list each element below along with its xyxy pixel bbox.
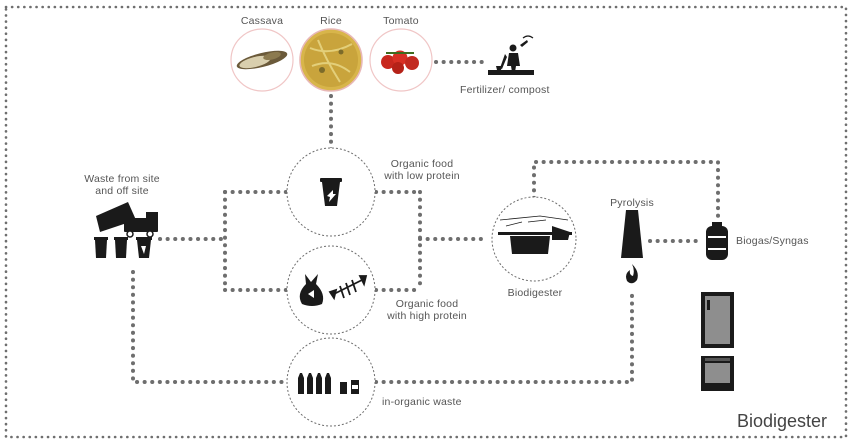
refrigerator-icon	[701, 292, 734, 348]
fertilizer-label: Fertilizer/ compost	[460, 84, 550, 96]
dump-truck-icon	[96, 202, 158, 238]
high-protein-node	[286, 245, 376, 335]
flame-icon	[626, 264, 638, 284]
rice-photo	[299, 28, 363, 92]
high-protein-label-2: with high protein	[387, 310, 467, 322]
digester-icon	[498, 215, 572, 254]
farmer-icon	[488, 35, 534, 75]
fish-bone-icon	[328, 275, 368, 301]
biodigester-node	[491, 196, 577, 282]
pyrolysis-label: Pyrolysis	[610, 197, 654, 209]
connector-inorganic-loop	[131, 270, 290, 384]
cassava-label: Cassava	[240, 15, 284, 27]
low-protein-label-2: with low protein	[384, 170, 460, 182]
oven-icon	[701, 356, 734, 391]
chimney-icon	[621, 210, 643, 258]
connector-inorganic-pyrolysis	[374, 290, 634, 384]
outer-border	[4, 5, 848, 439]
biogas-label: Biogas/Syngas	[736, 235, 809, 247]
waste-source-label-1: Waste from site	[84, 173, 160, 185]
high-protein-label-1: Organic food	[395, 298, 459, 310]
bucket-icon	[320, 178, 342, 206]
diagram-title: Biodigester	[736, 411, 827, 431]
tomato-label: Tomato	[383, 15, 419, 27]
tomato-photo	[369, 28, 433, 92]
biodigester-node-label: Biodigester	[507, 287, 563, 299]
inorganic-label: in-organic waste	[382, 396, 462, 408]
inorganic-node	[286, 337, 376, 427]
bottle-icon	[298, 373, 359, 394]
connectors	[131, 60, 720, 384]
trash-bin-icon	[94, 237, 152, 258]
gas-cylinder-icon	[706, 222, 728, 260]
low-protein-node	[286, 147, 376, 237]
garbage-bag-icon	[299, 274, 324, 306]
low-protein-label-1: Organic food	[390, 158, 454, 170]
waste-source-label-2: and off site	[95, 185, 149, 197]
connector-biodigester-up	[532, 160, 720, 224]
cassava-photo	[230, 28, 294, 92]
rice-label: Rice	[320, 15, 342, 27]
